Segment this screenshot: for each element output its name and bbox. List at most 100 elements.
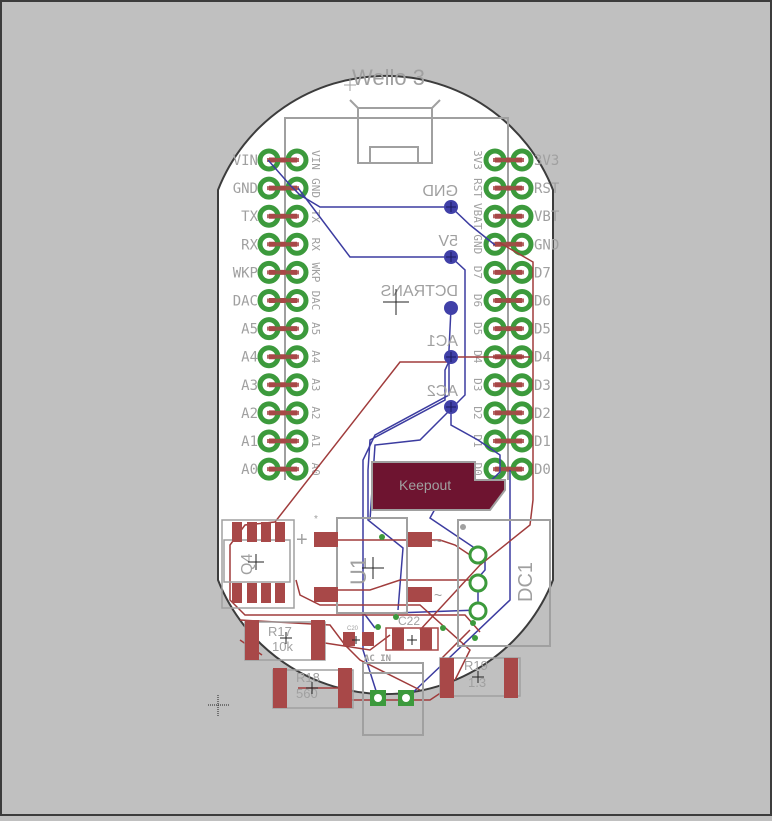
pin-inner-label: D5 — [471, 322, 484, 335]
pin-label: D6 — [534, 294, 551, 310]
left-header-pin-a4[interactable]: A4 A4 — [241, 345, 322, 369]
left-header-pin-tx[interactable]: TX TX — [241, 204, 322, 228]
via-ac2[interactable]: AC2 — [427, 383, 458, 414]
svg-text:10k: 10k — [272, 639, 293, 654]
via-dctrans[interactable]: DCTRANS — [381, 283, 458, 315]
left-header-pin-a2[interactable]: A2 A2 — [241, 401, 322, 425]
pin-label: D5 — [534, 322, 551, 338]
left-header-pin-rx[interactable]: RX RX — [241, 232, 322, 256]
pin-label: A1 — [241, 434, 258, 450]
component-c22[interactable]: C22 — [385, 614, 439, 651]
left-header-pin-a1[interactable]: A1 A1 — [241, 429, 322, 453]
svg-text:~: ~ — [434, 587, 442, 603]
pin-inner-label: D7 — [471, 266, 484, 279]
svg-text:5V: 5V — [438, 233, 458, 250]
svg-text:C22: C22 — [398, 614, 420, 628]
component-u1[interactable]: + U1 ~ ~ — [296, 517, 442, 614]
pin-inner-label: 3V3 — [471, 150, 484, 170]
pin-label: RST — [534, 181, 560, 197]
component-dc1[interactable]: DC1 — [457, 519, 551, 647]
component-q4[interactable]: Q4 — [221, 519, 295, 609]
pin-label: RX — [241, 237, 258, 253]
via-ac1[interactable]: AC1 — [427, 333, 458, 364]
pin-inner-label: DAC — [309, 291, 322, 311]
svg-text:+: + — [296, 529, 308, 551]
component-r17[interactable]: R17 10k — [244, 620, 326, 661]
svg-text:~: ~ — [434, 533, 442, 549]
right-header-pin-gnd[interactable]: GND GND — [471, 232, 559, 256]
pin-label: D7 — [534, 265, 551, 281]
pin-inner-label: A3 — [309, 378, 322, 391]
pin-label: A2 — [241, 406, 258, 422]
reference-star: * — [314, 514, 318, 525]
pin-label: GND — [534, 237, 559, 253]
pin-inner-label: RX — [309, 238, 322, 252]
right-header-pin-d6[interactable]: D6 D6 — [471, 289, 551, 312]
keepout-region: Keepout — [371, 461, 506, 511]
pin-inner-label: D6 — [471, 294, 484, 307]
svg-text:R17: R17 — [268, 624, 292, 639]
origin-cross-icon — [344, 79, 356, 91]
pin-label: D0 — [534, 462, 551, 478]
svg-text:AC_IN: AC_IN — [364, 654, 391, 664]
component-r18[interactable]: R18 560 — [272, 668, 354, 709]
left-header-pin-vin[interactable]: VIN VIN — [233, 148, 322, 172]
svg-text:R18: R18 — [296, 670, 320, 685]
pin-label: D1 — [534, 434, 551, 450]
left-header-pin-dac[interactable]: DAC DAC — [233, 289, 322, 312]
pin-label: D3 — [534, 378, 551, 394]
svg-text:U1: U1 — [346, 557, 371, 585]
svg-text:AC2: AC2 — [427, 383, 458, 400]
via-gnd[interactable]: GND — [422, 183, 458, 214]
board-title: Wello 3 — [352, 65, 425, 90]
origin-marker-icon — [208, 695, 229, 716]
pin-inner-label: WKP — [309, 262, 322, 282]
svg-text:GND: GND — [422, 183, 458, 200]
pin-label: WKP — [233, 265, 258, 281]
pin-inner-label: VBAT — [471, 203, 484, 230]
svg-text:1.3: 1.3 — [468, 675, 486, 690]
pin-label: A5 — [241, 322, 258, 338]
pin-inner-label: A4 — [309, 350, 322, 364]
pin-label: A0 — [241, 462, 258, 478]
pin-inner-label: GND — [309, 178, 322, 198]
svg-text:DCTRANS: DCTRANS — [381, 283, 458, 300]
pin-inner-label: A2 — [309, 406, 322, 419]
pin-label: VIN — [233, 153, 258, 169]
svg-text:Q4: Q4 — [239, 554, 256, 575]
svg-text:R19: R19 — [464, 658, 488, 673]
pin-inner-label: GND — [471, 234, 484, 254]
pin-label: DAC — [233, 294, 258, 310]
right-header-pin-rst[interactable]: RST RST — [471, 176, 560, 200]
connector-ac-in[interactable]: AC_IN — [362, 654, 424, 736]
svg-text:Keepout: Keepout — [399, 477, 451, 493]
left-header-pin-a3[interactable]: A3 A3 — [241, 373, 322, 397]
pin-label: A4 — [241, 350, 258, 366]
pin-inner-label: TX — [309, 210, 322, 224]
pin-label: A3 — [241, 378, 258, 394]
component-r19[interactable]: R19 1.3 — [439, 657, 521, 698]
pin-label: D2 — [534, 406, 551, 422]
via-5v[interactable]: 5V — [438, 233, 458, 264]
svg-text:DC1: DC1 — [515, 562, 537, 602]
pin-label: D4 — [534, 350, 551, 366]
left-header-pin-wkp[interactable]: WKP WKP — [233, 260, 322, 284]
right-header-pin-3v3[interactable]: 3V3 3V3 — [471, 148, 559, 172]
right-header-pin-d7[interactable]: D7 D7 — [471, 260, 551, 284]
component-c20[interactable]: C20 — [343, 626, 374, 646]
pin-label: TX — [241, 209, 258, 225]
pin-inner-label: VIN — [309, 150, 322, 170]
small-vias — [375, 534, 478, 641]
pin-inner-label: RST — [471, 178, 484, 198]
pin-inner-label: A1 — [309, 434, 322, 447]
svg-text:C20: C20 — [347, 626, 359, 632]
pin-label: 3V3 — [534, 153, 559, 169]
right-header-pin-d5[interactable]: D5 D5 — [471, 317, 551, 341]
